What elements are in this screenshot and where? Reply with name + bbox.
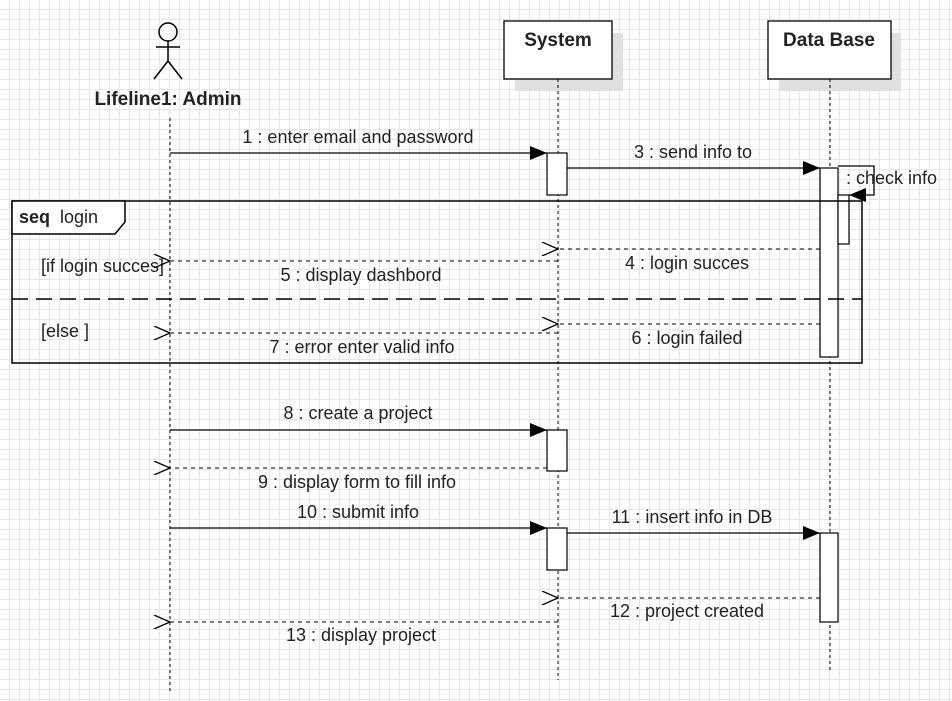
message-11-label: 11 : insert info in DB — [612, 507, 773, 527]
database-lifeline-head[interactable]: Data Base — [767, 20, 901, 91]
actor-right-leg — [167, 60, 183, 80]
system-head-box — [503, 20, 613, 80]
fragment-operator: seq — [19, 207, 50, 227]
message-3-label: 3 : send info to — [634, 142, 752, 162]
message-13-label: 13 : display project — [286, 625, 436, 645]
fragment-frame — [11, 200, 863, 364]
message-4-label: 4 : login succes — [625, 253, 749, 273]
fragment-name: login — [60, 207, 98, 227]
message-7-label: 7 : error enter valid info — [269, 337, 454, 357]
system-lifeline-label: System — [524, 30, 592, 51]
system-activation-1[interactable] — [546, 152, 568, 196]
admin-actor[interactable]: Lifeline1: Admin — [94, 22, 242, 110]
actor-head — [158, 22, 178, 42]
self-message-label: : check info — [846, 168, 937, 188]
message-1-label: 1 : enter email and password — [242, 127, 473, 147]
system-lifeline-head[interactable]: System — [503, 20, 623, 91]
database-activation-2[interactable] — [819, 532, 839, 623]
message-12-label: 12 : project created — [610, 601, 764, 621]
fragment-label-tab — [11, 200, 126, 235]
actor-left-leg — [153, 60, 169, 80]
system-activation-2[interactable] — [546, 429, 568, 472]
message-6-label: 6 : login failed — [631, 328, 742, 348]
seq-fragment[interactable]: seq login [if login succes] [else ] — [11, 200, 863, 364]
admin-lifeline-label: Lifeline1: Admin — [94, 89, 241, 110]
message-10-label: 10 : submit info — [297, 502, 419, 522]
message-5-label: 5 : display dashbord — [280, 265, 441, 285]
system-activation-3[interactable] — [546, 527, 568, 571]
message-8-label: 8 : create a project — [283, 403, 432, 423]
database-self-activation[interactable] — [837, 194, 850, 245]
database-activation-1[interactable] — [819, 167, 839, 358]
self-message-arrow[interactable] — [838, 165, 875, 202]
guard-else: [else ] — [41, 321, 89, 341]
message-9-label: 9 : display form to fill info — [258, 472, 456, 492]
guard-if-login-success: [if login succes] — [41, 256, 164, 276]
database-lifeline-label: Data Base — [783, 30, 875, 51]
